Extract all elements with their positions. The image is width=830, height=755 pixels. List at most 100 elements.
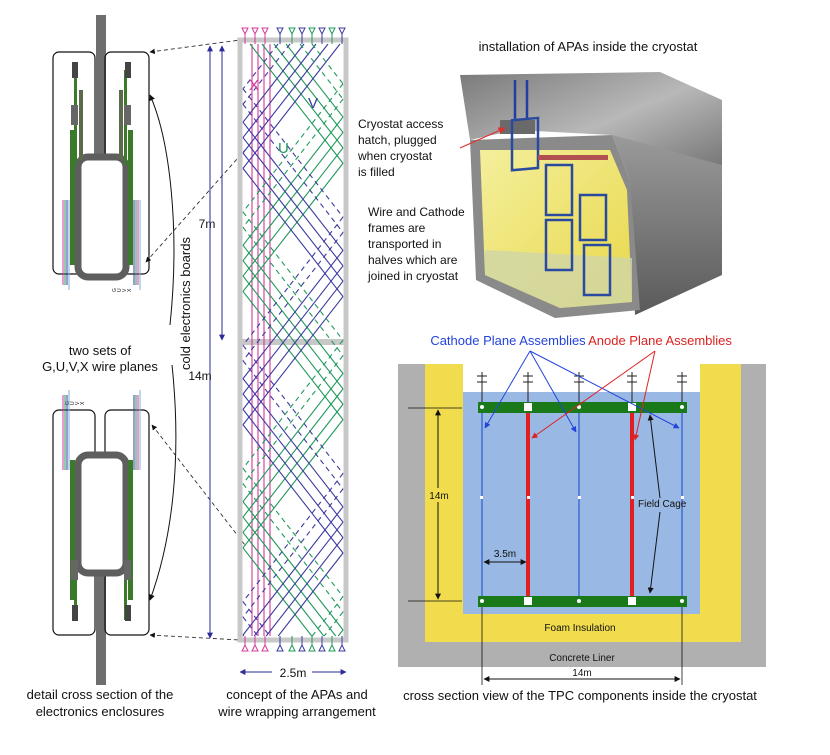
u-wire bbox=[242, 260, 344, 390]
v-wire-dashed bbox=[242, 601, 271, 637]
cross-section-caption: cross section view of the TPC components… bbox=[403, 688, 757, 703]
top-frame bbox=[478, 402, 687, 413]
hatch-line3: when cryostat bbox=[357, 149, 433, 163]
wire-terminal bbox=[338, 643, 346, 652]
u-plane-label: U bbox=[278, 140, 289, 157]
leader-top bbox=[149, 39, 241, 55]
v-wire-dashed bbox=[242, 43, 279, 90]
u-wire-dashed bbox=[242, 483, 344, 613]
detail-caption-line2: electronics enclosures bbox=[36, 704, 165, 719]
apa-caption-line1: concept of the APAs and bbox=[226, 687, 367, 702]
installation-title: installation of APAs inside the cryostat bbox=[479, 39, 698, 54]
argon-volume bbox=[463, 392, 700, 614]
u-wire bbox=[242, 388, 344, 518]
field-cage-arrow-up bbox=[647, 414, 661, 499]
wire-terminal bbox=[288, 643, 296, 652]
boards-arrow-lower bbox=[149, 364, 177, 601]
u-wire-dashed bbox=[311, 596, 344, 637]
v-wire-dashed bbox=[242, 103, 344, 233]
apa-panel: X U V 7m 14m 2.5m concept of the APAs an… bbox=[188, 27, 376, 719]
v-wire bbox=[265, 537, 344, 637]
detail-caption-line1: detail cross section of the bbox=[27, 687, 174, 702]
cathode-arrow-1 bbox=[484, 350, 531, 429]
v-wire-dashed bbox=[242, 232, 344, 362]
leader-upper-mid bbox=[145, 149, 246, 263]
u-wire-dashed bbox=[242, 355, 344, 485]
v-wire-dashed bbox=[242, 473, 344, 603]
v-plane-label: V bbox=[308, 95, 318, 112]
plane-tag-u-lower: U bbox=[70, 401, 76, 405]
v-wire bbox=[242, 250, 344, 379]
dim-14m: 14m bbox=[188, 369, 211, 383]
anode-label: Anode Plane Assemblies bbox=[588, 333, 732, 348]
foam-insulation bbox=[425, 364, 741, 642]
wire-terminal bbox=[318, 27, 326, 36]
frames-line5: joined in cryostat bbox=[367, 269, 459, 283]
rail bbox=[538, 155, 608, 160]
v-wire bbox=[242, 280, 344, 410]
v-wire-dashed bbox=[242, 616, 259, 637]
v-wire bbox=[242, 634, 245, 637]
wire-terminal bbox=[328, 643, 336, 652]
bottom-frame bbox=[478, 596, 687, 607]
v-wire-dashed bbox=[242, 43, 291, 105]
plane-tag-u-upper: U bbox=[117, 288, 123, 292]
wire-planes-line1: two sets of bbox=[69, 343, 132, 358]
dim-7m: 7m bbox=[199, 217, 216, 231]
u-wire-dashed bbox=[242, 211, 344, 341]
apa-caption-line2: wire wrapping arrangement bbox=[217, 704, 376, 719]
v-wire bbox=[242, 43, 341, 169]
u-wire-dashed bbox=[311, 43, 344, 85]
u-wire bbox=[242, 419, 344, 549]
wire-terminal bbox=[261, 27, 269, 36]
u-wire bbox=[242, 244, 344, 374]
u-wire bbox=[242, 373, 344, 503]
installation-panel: installation of APAs inside the cryostat… bbox=[357, 39, 722, 318]
u-wire-dashed bbox=[299, 43, 344, 100]
frames-line1: Wire and Cathode bbox=[368, 205, 465, 219]
plane-tag-x-upper: X bbox=[127, 288, 133, 292]
cathode-arrow-2 bbox=[529, 350, 577, 433]
u-wire bbox=[242, 116, 344, 246]
u-wire bbox=[285, 43, 344, 118]
v-wire bbox=[242, 393, 344, 523]
u-wire bbox=[273, 43, 344, 133]
cryostat-floor bbox=[485, 250, 632, 308]
plane-tag-g-upper: G bbox=[112, 288, 118, 292]
boards-arrow-upper bbox=[149, 94, 175, 326]
wire-terminal bbox=[276, 27, 284, 36]
v-wire-dashed bbox=[242, 360, 344, 490]
wire-terminal bbox=[288, 27, 296, 36]
hatch-line1: Cryostat access bbox=[358, 117, 443, 131]
u-wire-dashed bbox=[242, 339, 344, 469]
cathode-label: Cathode Plane Assemblies bbox=[430, 333, 586, 348]
wire-terminal bbox=[308, 643, 316, 652]
wire-terminal bbox=[298, 27, 306, 36]
leader-bottom bbox=[149, 632, 241, 641]
frame-3 bbox=[544, 218, 574, 272]
v-wire bbox=[242, 43, 317, 138]
cathode-arrow-3 bbox=[529, 350, 680, 429]
v-wire bbox=[242, 409, 344, 538]
x-plane-label: X bbox=[249, 77, 259, 94]
wire-terminal bbox=[241, 643, 249, 652]
field-cage-label: Field Cage bbox=[638, 499, 687, 510]
v-wire bbox=[242, 506, 344, 636]
u-wire-dashed bbox=[242, 98, 344, 228]
upper-enclosure: G U V X bbox=[52, 15, 150, 292]
v-wire bbox=[242, 265, 344, 395]
access-hatch bbox=[500, 120, 535, 134]
v-wire bbox=[242, 152, 344, 282]
v-wire bbox=[242, 168, 344, 297]
u-wire bbox=[242, 162, 344, 292]
v-wire bbox=[242, 43, 305, 123]
u-wire bbox=[242, 291, 344, 420]
wire-terminal bbox=[328, 27, 336, 36]
u-wire bbox=[261, 43, 344, 149]
v-wire-dashed bbox=[242, 488, 344, 618]
v-wire bbox=[242, 424, 344, 554]
frame-4 bbox=[578, 193, 608, 242]
leader-lower-mid bbox=[151, 424, 246, 546]
boards-label: cold electronics boards bbox=[178, 237, 193, 370]
cross-section-panel: Cathode Plane Assemblies Anode Plane Ass… bbox=[398, 333, 766, 703]
